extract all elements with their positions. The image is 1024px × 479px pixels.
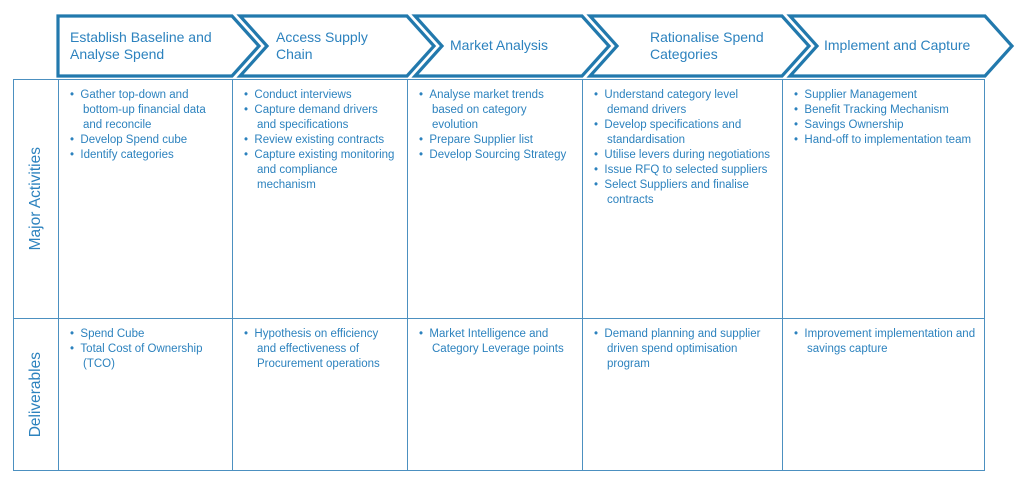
major-activities-cell-5: Supplier Management Benefit Tracking Mec…: [783, 80, 985, 319]
phase-label-market-analysis: Market Analysis: [450, 37, 549, 54]
row-label-major-activities: Major Activities: [14, 80, 59, 319]
activity-item: Hand-off to implementation team: [794, 133, 976, 148]
deliverable-list: Hypothesis on efficiency and effectivene…: [244, 327, 399, 372]
activity-item: Utilise levers during negotiations: [594, 148, 774, 163]
phase-chevron-band: [56, 14, 1015, 78]
activity-item: Identify categories: [70, 148, 224, 163]
activity-item: Benefit Tracking Mechanism: [794, 103, 976, 118]
deliverables-cell-1: Spend Cube Total Cost of Ownership (TCO): [59, 319, 233, 471]
activity-item: Conduct interviews: [244, 88, 399, 103]
deliverable-item: Hypothesis on efficiency and effectivene…: [244, 327, 399, 372]
row-label-text: Major Activities: [27, 147, 44, 251]
phase-label-establish-baseline: Establish Baseline and Analyse Spend: [70, 28, 212, 62]
chevron-shape-1: [56, 14, 262, 78]
activity-item: Supplier Management: [794, 88, 976, 103]
activity-item: Analyse market trends based on category …: [419, 88, 574, 133]
row-label-text: Deliverables: [27, 351, 44, 438]
deliverable-list: Market Intelligence and Category Leverag…: [419, 327, 574, 357]
activity-item: Develop specifications and standardisati…: [594, 118, 774, 148]
chevron-shape-3: [411, 14, 612, 78]
phase-label-access-supply-chain: Access Supply Chain: [276, 28, 368, 62]
major-activities-cell-4: Understand category level demand drivers…: [583, 80, 783, 319]
deliverable-list: Demand planning and supplier driven spen…: [594, 327, 774, 372]
activity-item: Select Suppliers and finalise contracts: [594, 178, 774, 208]
deliverable-list: Improvement implementation and savings c…: [794, 327, 976, 357]
deliverable-item: Spend Cube: [70, 327, 224, 342]
activity-list: Understand category level demand drivers…: [594, 88, 774, 208]
activity-list: Analyse market trends based on category …: [419, 88, 574, 163]
phase-label-implement-capture: Implement and Capture: [824, 37, 971, 54]
major-activities-cell-1: Gather top-down and bottom-up financial …: [59, 80, 233, 319]
activity-item: Prepare Supplier list: [419, 133, 574, 148]
activity-item: Develop Spend cube: [70, 133, 224, 148]
activities-deliverables-table: Major Activities Gather top-down and bot…: [13, 79, 985, 471]
deliverables-cell-3: Market Intelligence and Category Leverag…: [408, 319, 583, 471]
deliverable-item: Market Intelligence and Category Leverag…: [419, 327, 574, 357]
activity-item: Understand category level demand drivers: [594, 88, 774, 118]
major-activities-cell-2: Conduct interviews Capture demand driver…: [233, 80, 408, 319]
deliverable-item: Improvement implementation and savings c…: [794, 327, 976, 357]
major-activities-cell-3: Analyse market trends based on category …: [408, 80, 583, 319]
activity-item: Savings Ownership: [794, 118, 976, 133]
activity-item: Capture demand drivers and specification…: [244, 103, 399, 133]
activity-item: Develop Sourcing Strategy: [419, 148, 574, 163]
deliverables-cell-5: Improvement implementation and savings c…: [783, 319, 985, 471]
activity-item: Issue RFQ to selected suppliers: [594, 163, 774, 178]
deliverable-item: Demand planning and supplier driven spen…: [594, 327, 774, 372]
chevron-shape-4: [586, 14, 812, 78]
deliverable-list: Spend Cube Total Cost of Ownership (TCO): [70, 327, 224, 372]
chevron-shape-5: [786, 14, 1015, 78]
chevron-shape-2: [236, 14, 437, 78]
phase-label-rationalise-spend: Rationalise Spend Categories: [650, 28, 764, 62]
activity-item: Review existing contracts: [244, 133, 399, 148]
activity-item: Capture existing monitoring and complian…: [244, 148, 399, 193]
deliverables-cell-2: Hypothesis on efficiency and effectivene…: [233, 319, 408, 471]
activity-list: Supplier Management Benefit Tracking Mec…: [794, 88, 976, 148]
activity-list: Conduct interviews Capture demand driver…: [244, 88, 399, 193]
activity-item: Gather top-down and bottom-up financial …: [70, 88, 224, 133]
row-label-deliverables: Deliverables: [14, 319, 59, 471]
deliverable-item: Total Cost of Ownership (TCO): [70, 342, 224, 372]
activity-list: Gather top-down and bottom-up financial …: [70, 88, 224, 163]
deliverables-cell-4: Demand planning and supplier driven spen…: [583, 319, 783, 471]
